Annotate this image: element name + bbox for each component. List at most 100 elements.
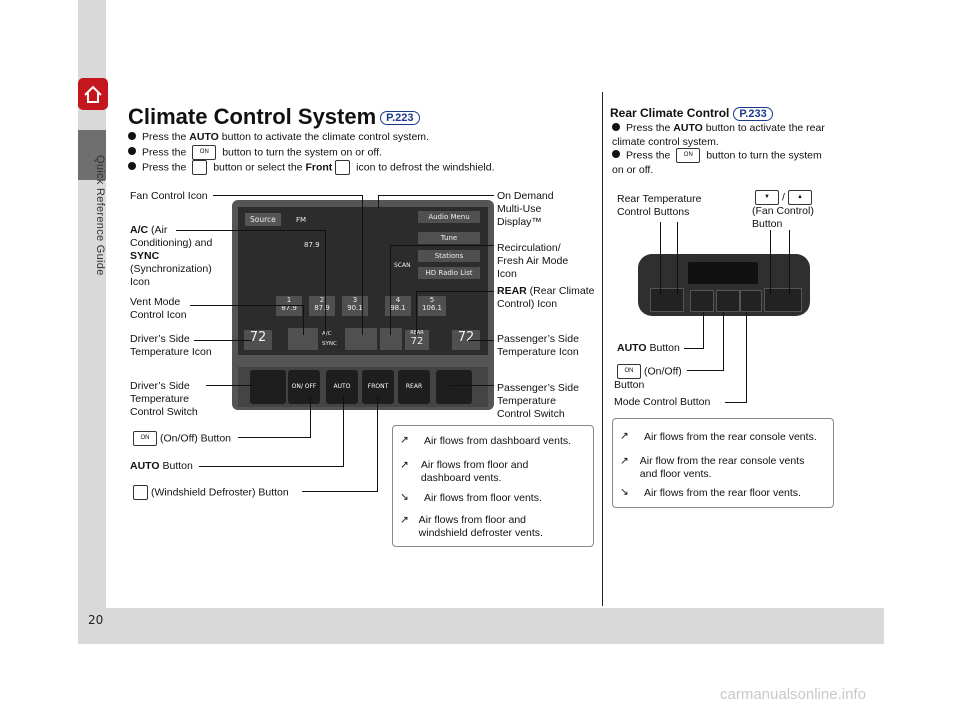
leader-line	[190, 305, 304, 306]
bullet-text: Press the	[626, 149, 674, 162]
bullet-text: button to turn the system on or off.	[219, 146, 382, 159]
driver-temp-switch[interactable]	[250, 370, 286, 404]
scan-button[interactable]: SCAN	[394, 262, 411, 269]
airflow-text: Air flows from floor and windshield defr…	[418, 514, 543, 539]
preset-number: 3	[352, 296, 358, 304]
airflow-text: Air flows from the rear floor vents.	[644, 486, 801, 499]
passenger-temperature-icon[interactable]: 72	[452, 330, 480, 350]
rear-auto-button[interactable]	[690, 290, 714, 312]
leader-line	[450, 385, 494, 386]
label-bold: AUTO	[130, 460, 160, 472]
rear-temp-buttons[interactable]	[650, 288, 684, 312]
leader-line	[325, 230, 326, 335]
defroster-icon	[335, 160, 351, 175]
hd-radio-button[interactable]: HD Radio List	[418, 267, 480, 279]
leader-line	[468, 340, 494, 341]
driver-switch-label: Driver’s Side Temperature Control Switch	[130, 380, 198, 419]
airflow-text: Air flow from the rear console vents and…	[639, 455, 805, 480]
sidebar-label: Quick Reference Guide	[94, 155, 106, 276]
leader-line	[238, 437, 311, 438]
preset-number: 4	[395, 296, 401, 304]
bullet-text: Press the	[142, 131, 190, 143]
hw-auto-button[interactable]: AUTO	[326, 370, 358, 404]
bullet-dot	[128, 132, 136, 140]
bullet-text: icon to defrost the windshield.	[353, 161, 495, 174]
label-text: Temperature Icon	[497, 346, 579, 358]
airflow-item: ↗ Air flows from floor and dashboard vent…	[400, 459, 575, 485]
frequency: 87.9	[304, 241, 320, 249]
bullet-bold: Front	[305, 161, 333, 174]
source-button[interactable]: Source	[245, 213, 281, 226]
rear-icon-temp: 72	[410, 336, 424, 347]
ac-icon[interactable]: A/C	[322, 331, 332, 337]
airflow-item: ↘Air flows from floor vents.	[400, 491, 542, 505]
leader-line	[746, 312, 747, 403]
leader-line	[416, 291, 494, 292]
leader-line	[687, 370, 724, 371]
rear-onoff-button[interactable]	[716, 290, 740, 312]
defroster-icon	[133, 485, 148, 500]
label-bold: REAR	[497, 285, 527, 297]
leader-line	[378, 195, 494, 196]
leader-line	[343, 395, 344, 467]
driver-temperature-icon[interactable]: 72	[244, 330, 272, 350]
defroster-icon	[192, 160, 208, 175]
leader-line	[677, 222, 678, 294]
airflow-text: Air flows from floor and dashboard vents…	[420, 459, 529, 484]
stations-button[interactable]: Stations	[418, 250, 480, 262]
onoff-icon: ON	[192, 145, 217, 160]
tune-button[interactable]: Tune	[418, 232, 480, 244]
hw-onoff-button[interactable]: ON/ OFF	[288, 370, 320, 404]
page-ref-link[interactable]: P.223	[380, 111, 420, 126]
column-divider	[602, 92, 603, 606]
bullet-text: Press the	[626, 122, 674, 134]
label-text: (On/Off) Button	[160, 432, 232, 445]
label-text: Button	[646, 342, 680, 354]
onoff-icon: ON	[617, 364, 641, 379]
auto-button-label: AUTO Button	[130, 460, 193, 473]
hw-rear-button[interactable]: REAR	[398, 370, 430, 404]
label-text: Multi-Use	[497, 203, 542, 215]
floor-dashboard-vent-icon: ↗	[400, 459, 409, 471]
leader-line	[310, 395, 311, 438]
fan-control-label: ▼/▲ (Fan Control) Button	[752, 190, 815, 231]
driver-temp-icon-label: Driver’s Side Temperature Icon	[130, 333, 212, 359]
bullet-dot	[612, 123, 620, 131]
label-text: (On/Off)	[644, 365, 682, 378]
rear-airflow-item: ↘Air flows from the rear floor vents.	[620, 486, 801, 500]
bullet-text: button or select the	[210, 161, 306, 174]
vent-mode-icon[interactable]	[288, 328, 318, 350]
audio-menu-button[interactable]: Audio Menu	[418, 211, 480, 223]
hw-front-button[interactable]: FRONT	[362, 370, 394, 404]
leader-line	[303, 305, 304, 335]
fan-down-icon: ▼	[755, 190, 779, 205]
leader-line	[206, 385, 254, 386]
fm-label: FM	[296, 216, 307, 224]
label-text: Icon	[497, 268, 517, 280]
passenger-temp-switch[interactable]	[436, 370, 472, 404]
label-text: (Windshield Defroster) Button	[151, 486, 289, 499]
label-text: (Rear Climate	[526, 285, 595, 297]
label-text: Button	[614, 379, 645, 391]
passenger-temp-icon-label: Passenger’s Side Temperature Icon	[497, 333, 579, 359]
rear-ref-link[interactable]: P.233	[733, 106, 773, 121]
leader-line	[723, 312, 724, 371]
recirculation-icon[interactable]	[380, 328, 402, 350]
preset-freq: 87.9	[281, 304, 297, 312]
bullet-1: Press the AUTO button to activate the cl…	[128, 130, 429, 144]
preset-freq: 98.1	[390, 304, 406, 312]
label-text: Rear Temperature	[617, 193, 702, 205]
fan-control-icon-label: Fan Control Icon	[130, 190, 208, 202]
fan-control-icon[interactable]	[345, 328, 377, 350]
leader-line	[377, 395, 378, 492]
rear-mode-button[interactable]	[740, 290, 762, 312]
sync-icon[interactable]: SYNC	[322, 341, 337, 347]
label-bold: AUTO	[617, 342, 647, 354]
home-icon[interactable]	[78, 78, 108, 110]
